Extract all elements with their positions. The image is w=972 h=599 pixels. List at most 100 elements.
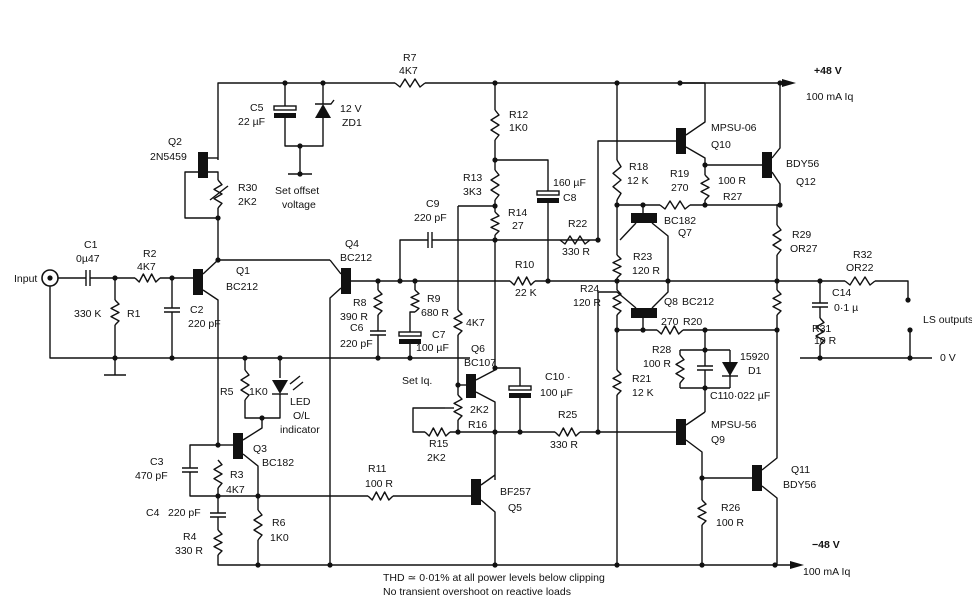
junction-dot bbox=[614, 327, 620, 333]
q8-value: BC212 bbox=[682, 296, 714, 308]
electrolytic-capacitor-symbol bbox=[274, 113, 296, 118]
q5-designator: Q5 bbox=[508, 502, 522, 514]
zd1-designator: ZD1 bbox=[342, 117, 362, 129]
c8-value: 160 µF bbox=[553, 177, 586, 189]
junction-dot bbox=[492, 429, 498, 435]
junction-dot bbox=[455, 382, 461, 388]
wire bbox=[875, 280, 909, 298]
resistor-symbol bbox=[772, 224, 782, 256]
r25-designator: R25 bbox=[558, 409, 577, 421]
r7-designator: R7 bbox=[403, 52, 417, 64]
wire bbox=[480, 499, 496, 565]
wire bbox=[619, 222, 637, 241]
junction-dot bbox=[492, 80, 498, 86]
junction-dot bbox=[677, 80, 683, 86]
r21-designator: R21 bbox=[632, 373, 651, 385]
resistor-symbol bbox=[612, 159, 622, 201]
q7-designator: Q7 bbox=[678, 227, 692, 239]
q2-value: 2N5459 bbox=[150, 151, 187, 163]
junction-dot bbox=[492, 157, 498, 163]
junction-dot bbox=[242, 355, 248, 361]
transistor-symbol bbox=[233, 433, 243, 459]
c5-value: 22 µF bbox=[238, 116, 265, 128]
q4-value: BC212 bbox=[340, 252, 372, 264]
positive-supply-iq: 100 mA Iq bbox=[806, 91, 853, 103]
junction-dot bbox=[817, 278, 823, 284]
resistor-symbol bbox=[253, 509, 263, 541]
transistor-symbol bbox=[193, 269, 203, 295]
set-offset-label-2: voltage bbox=[282, 199, 316, 211]
capacitor-symbol bbox=[812, 302, 828, 308]
resistor-symbol bbox=[490, 109, 500, 141]
q5-value: BF257 bbox=[500, 486, 531, 498]
set-offset-label-1: Set offset bbox=[275, 185, 319, 197]
resistor-symbol bbox=[373, 289, 383, 316]
resistor-symbol bbox=[612, 254, 622, 279]
q6-value: BC107 bbox=[464, 357, 496, 369]
r10-value: 22 K bbox=[515, 287, 537, 299]
resistor-symbol bbox=[490, 211, 500, 236]
resistor-symbol bbox=[675, 354, 685, 384]
wire bbox=[685, 83, 706, 136]
r21-value: 12 K bbox=[632, 387, 654, 399]
diode-icon bbox=[722, 362, 738, 376]
r27-designator: R27 bbox=[723, 191, 742, 203]
junction-dot bbox=[297, 171, 303, 177]
capacitor-symbol bbox=[164, 307, 180, 313]
wire bbox=[202, 289, 219, 445]
r18-value: 12 K bbox=[627, 175, 649, 187]
r12-designator: R12 bbox=[509, 109, 528, 121]
r5-value: 1K0 bbox=[249, 386, 268, 398]
c9-value: 220 pF bbox=[414, 212, 447, 224]
q2-designator: Q2 bbox=[168, 136, 182, 148]
junction-dot bbox=[702, 162, 708, 168]
r6-value: 1K0 bbox=[270, 532, 289, 544]
negative-supply-label: −48 V bbox=[812, 539, 840, 551]
resistor-symbol bbox=[240, 369, 250, 401]
junction-dot bbox=[614, 80, 620, 86]
q1-value: BC212 bbox=[226, 281, 258, 293]
input-label: Input bbox=[14, 273, 37, 285]
wire bbox=[189, 472, 258, 497]
junction-dot bbox=[614, 202, 620, 208]
junction-dot bbox=[702, 327, 708, 333]
r14-value: 27 bbox=[512, 220, 524, 232]
resistor-symbol bbox=[554, 427, 581, 437]
resistor-symbol bbox=[110, 299, 120, 326]
wire bbox=[495, 159, 549, 191]
junction-dot bbox=[702, 347, 708, 353]
q12-value: BDY56 bbox=[786, 158, 819, 170]
r23-designator: R23 bbox=[633, 251, 652, 263]
unlabeled-value: 4K7 bbox=[466, 317, 485, 329]
wire bbox=[49, 286, 470, 359]
q8-designator: Q8 bbox=[664, 296, 678, 308]
wire bbox=[776, 204, 780, 225]
junction-dot bbox=[255, 562, 261, 568]
led-ol-label: O/L bbox=[293, 410, 310, 422]
wire bbox=[761, 330, 778, 471]
r7-value: 4K7 bbox=[399, 65, 418, 77]
r1-value: 330 K bbox=[74, 308, 101, 320]
c5-designator: C5 bbox=[250, 102, 264, 114]
resistor-symbol bbox=[697, 499, 707, 526]
transistor-symbol bbox=[631, 213, 657, 223]
r29-designator: R29 bbox=[792, 229, 811, 241]
capacitor-symbol bbox=[85, 270, 91, 286]
capacitor-symbol bbox=[697, 365, 713, 371]
led-label: LED bbox=[290, 396, 311, 408]
c1-value: 0µ47 bbox=[76, 253, 100, 265]
resistor-symbol bbox=[815, 317, 825, 346]
zener-diode-icon bbox=[315, 104, 331, 118]
junction-dot bbox=[595, 429, 601, 435]
resistor-symbol bbox=[509, 276, 536, 286]
junction-dot bbox=[215, 442, 221, 448]
wire bbox=[685, 411, 706, 426]
junction-dot bbox=[112, 355, 118, 361]
q3-value: BC182 bbox=[262, 457, 294, 469]
electrolytic-capacitor-symbol bbox=[536, 190, 560, 196]
r24-value: 120 R bbox=[573, 297, 601, 309]
wire bbox=[399, 239, 428, 281]
electrolytic-capacitor-symbol bbox=[508, 385, 532, 391]
r19-value: 270 bbox=[671, 182, 689, 194]
